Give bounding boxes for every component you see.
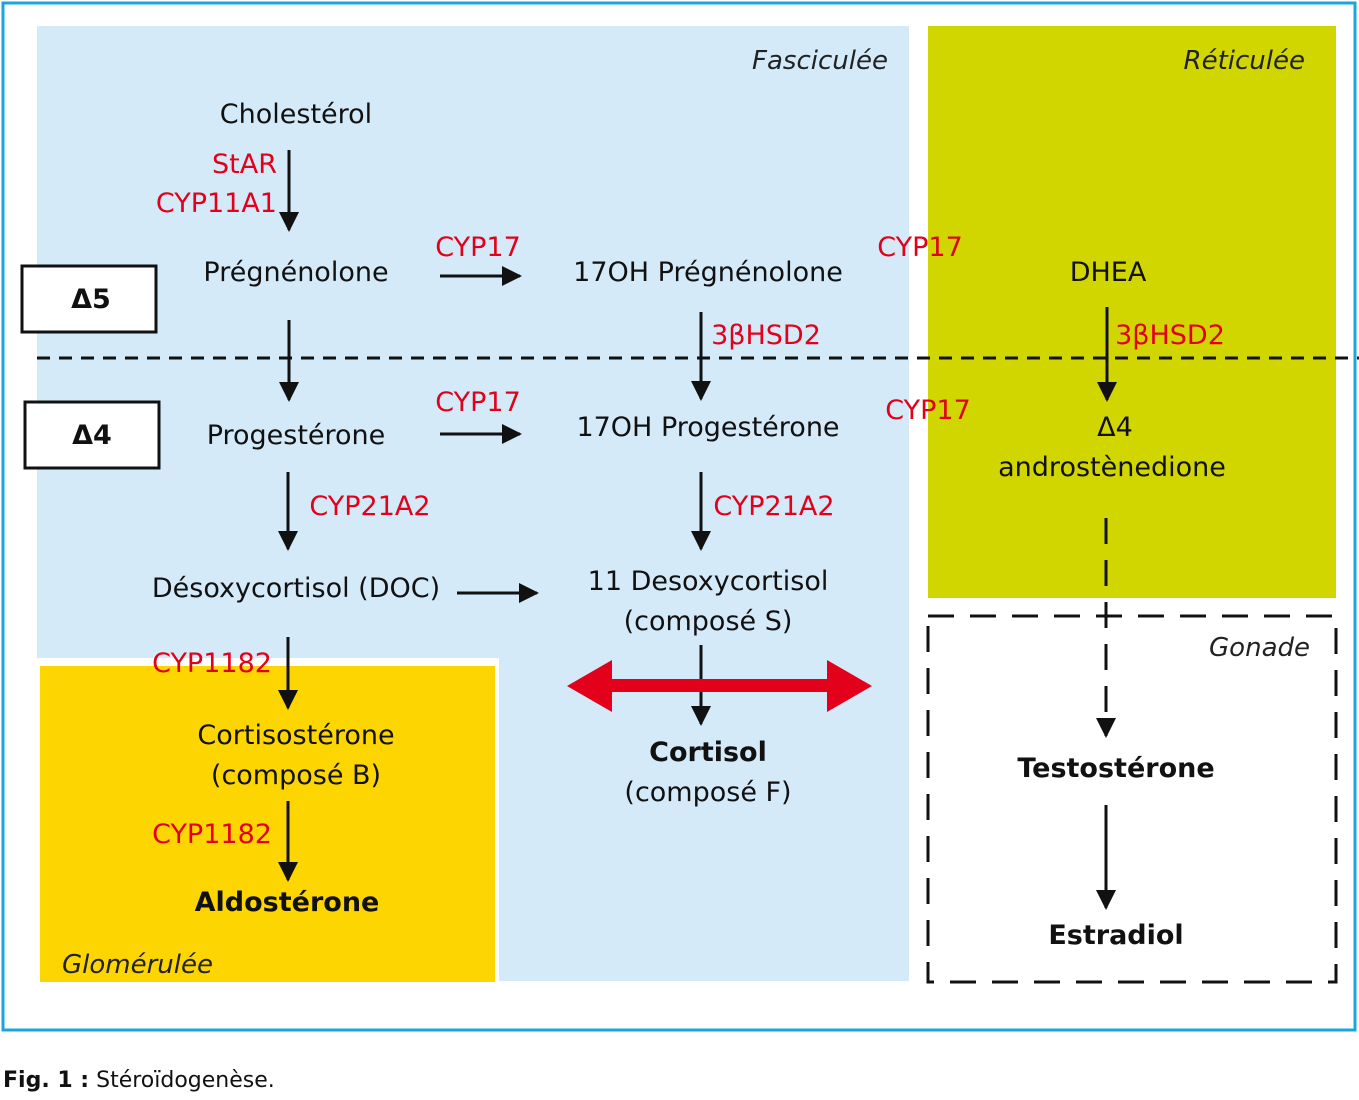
zone-gonade: [926, 614, 1338, 984]
enzyme-cyp17-pregnenolone: CYP17: [435, 232, 521, 263]
molecule-aldosterone: Aldostérone: [195, 887, 380, 918]
molecule-11-desoxycortisol-line2: (composé S): [624, 606, 793, 637]
figure-caption-label: Fig. 1 :: [3, 1068, 90, 1093]
molecule-cortisol-line1: Cortisol: [649, 737, 767, 768]
molecule-17oh-pregnenolone: 17OH Prégnénolone: [573, 257, 843, 288]
enzyme-cyp17-17oh-pregnenolone: CYP17: [877, 232, 963, 263]
delta5-box: Δ5: [20, 264, 158, 334]
delta5-label: Δ5: [71, 284, 111, 315]
enzyme-cyp11a1: CYP11A1: [156, 188, 277, 219]
zone-glomerulee-fill: [40, 666, 495, 982]
enzyme-cyp17-17oh-progesterone: CYP17: [885, 395, 971, 426]
molecule-corticosterone-line2: (composé B): [211, 760, 381, 791]
molecule-desoxycortisol-doc: Désoxycortisol (DOC): [152, 573, 440, 604]
enzyme-cyp21a2-progesterone: CYP21A2: [309, 491, 430, 522]
zone-reticulee: [928, 26, 1336, 598]
enzyme-cyp17-progesterone: CYP17: [435, 387, 521, 418]
molecule-testosterone: Testostérone: [1017, 753, 1214, 784]
enzyme-cyp11b2-doc: CYP1182: [152, 648, 272, 679]
molecule-11-desoxycortisol-line1: 11 Desoxycortisol: [588, 566, 829, 597]
figure-caption: Fig. 1 : Stéroïdogenèse.: [3, 1068, 275, 1093]
enzyme-3bhsd2-pregnenolone: 3βHSD2: [711, 320, 821, 351]
enzyme-star: StAR: [212, 149, 277, 180]
molecule-androstenedione-line2: androstènedione: [998, 452, 1226, 483]
zone-label-gonade: Gonade: [1209, 633, 1310, 663]
figure-caption-text: Stéroïdogenèse.: [96, 1068, 275, 1093]
zone-label-reticulee: Réticulée: [1184, 46, 1305, 76]
molecule-pregnenolone: Prégnénolone: [203, 257, 388, 288]
red-double-arrow: [567, 660, 872, 712]
molecule-cholesterol: Cholestérol: [220, 99, 372, 130]
molecule-dhea: DHEA: [1070, 257, 1147, 288]
molecule-androstenedione-line1: Δ4: [1097, 412, 1133, 443]
enzyme-3bhsd2-dhea: 3βHSD2: [1115, 320, 1225, 351]
molecule-estradiol: Estradiol: [1048, 920, 1183, 951]
delta4-label: Δ4: [72, 420, 112, 451]
molecule-cortisol-line2: (composé F): [624, 777, 791, 808]
enzyme-cyp21a2-17oh-progesterone: CYP21A2: [713, 491, 834, 522]
steroidogenesis-diagram: Fasciculée Réticulée Glomérulée Gonade Δ…: [1, 1, 1359, 1032]
molecule-corticosterone-line1: Cortisostérone: [197, 720, 394, 751]
molecule-17oh-progesterone: 17OH Progestérone: [576, 412, 839, 443]
zone-label-glomerulee: Glomérulée: [62, 950, 213, 980]
molecule-progesterone: Progestérone: [207, 420, 386, 451]
delta4-box: Δ4: [23, 400, 161, 470]
zone-label-fasciculee: Fasciculée: [752, 46, 888, 76]
enzyme-cyp11b2-corticosterone: CYP1182: [152, 819, 272, 850]
